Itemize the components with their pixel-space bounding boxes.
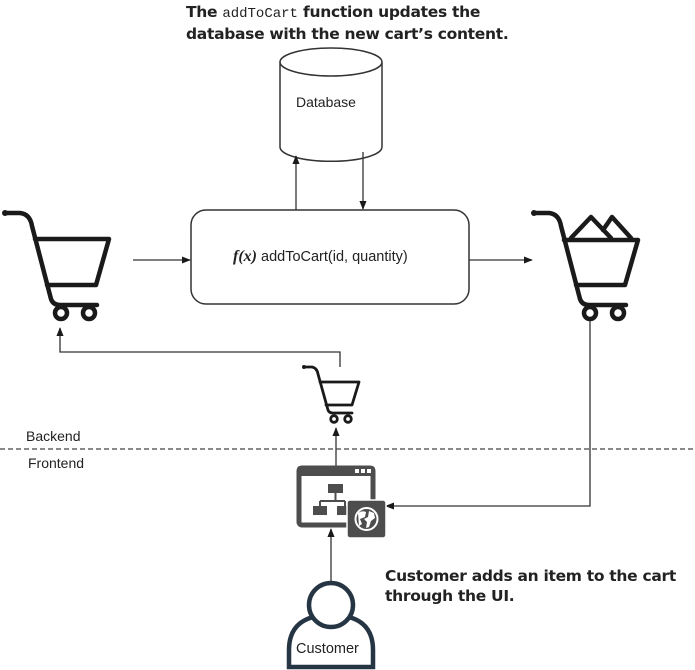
- caption-text: The: [186, 3, 223, 21]
- edge-full-cart-to-ui: [385, 321, 591, 510]
- sitemap-node-icon: [337, 506, 351, 515]
- caption-customer-adds-item: Customer adds an item to the cart throug…: [385, 567, 676, 605]
- function-label: f(x) addToCart(id, quantity): [233, 248, 408, 266]
- window-dot-icon: [367, 469, 371, 473]
- shopping-cart-small-icon: [302, 365, 361, 424]
- window-dot-icon: [361, 469, 365, 473]
- function-node-box: [190, 209, 470, 305]
- sitemap-node-icon: [313, 506, 327, 515]
- backend-zone-label: Backend: [26, 428, 81, 444]
- database-cylinder-top: [279, 47, 383, 77]
- customer-label: Customer: [296, 641, 359, 657]
- function-signature: addToCart(id, quantity): [256, 249, 408, 265]
- person-icon: [286, 580, 376, 670]
- database-cylinder-body: [279, 62, 383, 163]
- window-dot-icon: [355, 469, 359, 473]
- database-label: Database: [296, 94, 356, 110]
- database-node: [279, 47, 383, 163]
- cart-content-mountain-2: [600, 214, 634, 241]
- caption-code-function-name: addToCart: [222, 6, 298, 22]
- caption-add-to-cart-updates-database: The addToCart function updates the datab…: [186, 2, 526, 44]
- shopping-cart-empty-icon: [2, 210, 112, 322]
- edge-small-cart-to-empty-cart: [56, 327, 341, 367]
- globe-icon: [346, 499, 387, 539]
- caption-text: function updates the database with the n…: [186, 3, 509, 43]
- shopping-cart-full-icon: [531, 210, 641, 322]
- sitemap-node-icon: [328, 484, 343, 493]
- function-fx-symbol: f(x): [233, 248, 257, 265]
- frontend-zone-label: Frontend: [28, 455, 85, 471]
